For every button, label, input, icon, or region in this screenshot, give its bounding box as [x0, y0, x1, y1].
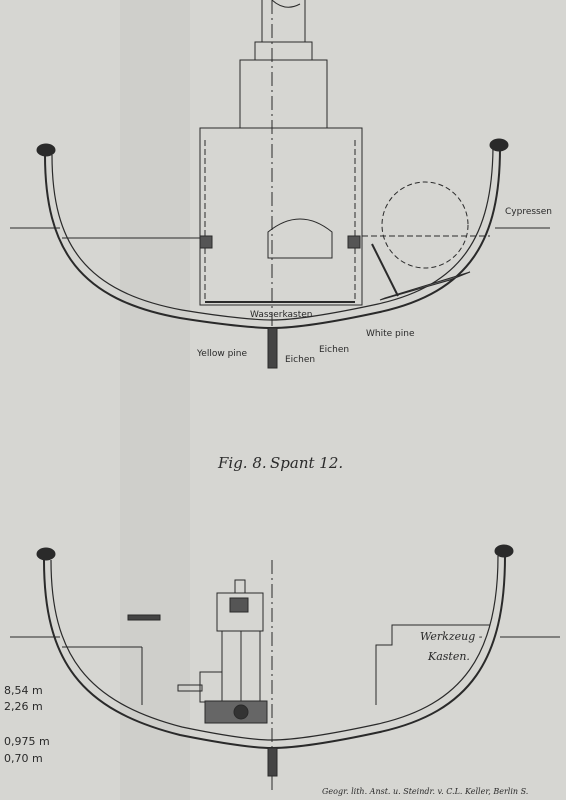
bottom-frame-section [10, 544, 560, 790]
pump-flywheel [233, 704, 249, 720]
bottom-bar [127, 614, 161, 621]
firebox-door [267, 218, 333, 259]
funnel-cut [271, 0, 301, 8]
bottom-left-gunwale [36, 547, 56, 561]
label-white-pine: White pine [366, 329, 415, 339]
pump-window [229, 597, 249, 613]
bracket-right [347, 235, 361, 249]
right-gunwale [489, 138, 509, 152]
dimension-4: 0,70 m [4, 752, 43, 765]
label-werkzeug: Werkzeug - [420, 630, 483, 643]
tool-box [375, 624, 490, 705]
caption-fig: Fig. 8. [217, 454, 267, 472]
pump-outlet-pipe [177, 684, 203, 692]
dimension-3: 0,975 m [4, 735, 50, 748]
bracket-left [199, 235, 213, 249]
bottom-hull-inner [50, 555, 499, 741]
pump-top [234, 579, 246, 594]
coil-base [379, 271, 471, 301]
water-coil [381, 181, 469, 269]
label-eichen-right: Eichen [319, 345, 349, 355]
coil-pipe [371, 243, 399, 297]
imprint-line: Geogr. lith. Anst. u. Steindr. v. C.L. K… [322, 787, 528, 796]
top-keel [267, 327, 278, 369]
paper-fold-shadow [120, 0, 190, 800]
label-wasserkasten: Wasserkasten [250, 310, 312, 320]
label-eichen-left: Eichen [285, 355, 315, 365]
dimension-2: 2,26 m [4, 700, 43, 713]
label-cypressen: Cypressen [505, 207, 552, 217]
left-gunwale [36, 143, 56, 157]
label-kasten: Kasten. [427, 650, 470, 663]
top-hull-inner [51, 147, 494, 321]
dimension-1: 8,54 m [4, 684, 43, 697]
caption-spant: Spant 12. [270, 454, 343, 472]
bottom-right-gunwale [494, 544, 514, 558]
top-frame-section [10, 0, 550, 369]
label-yellow-pine: Yellow pine [196, 349, 247, 359]
bottom-keel [267, 747, 278, 777]
